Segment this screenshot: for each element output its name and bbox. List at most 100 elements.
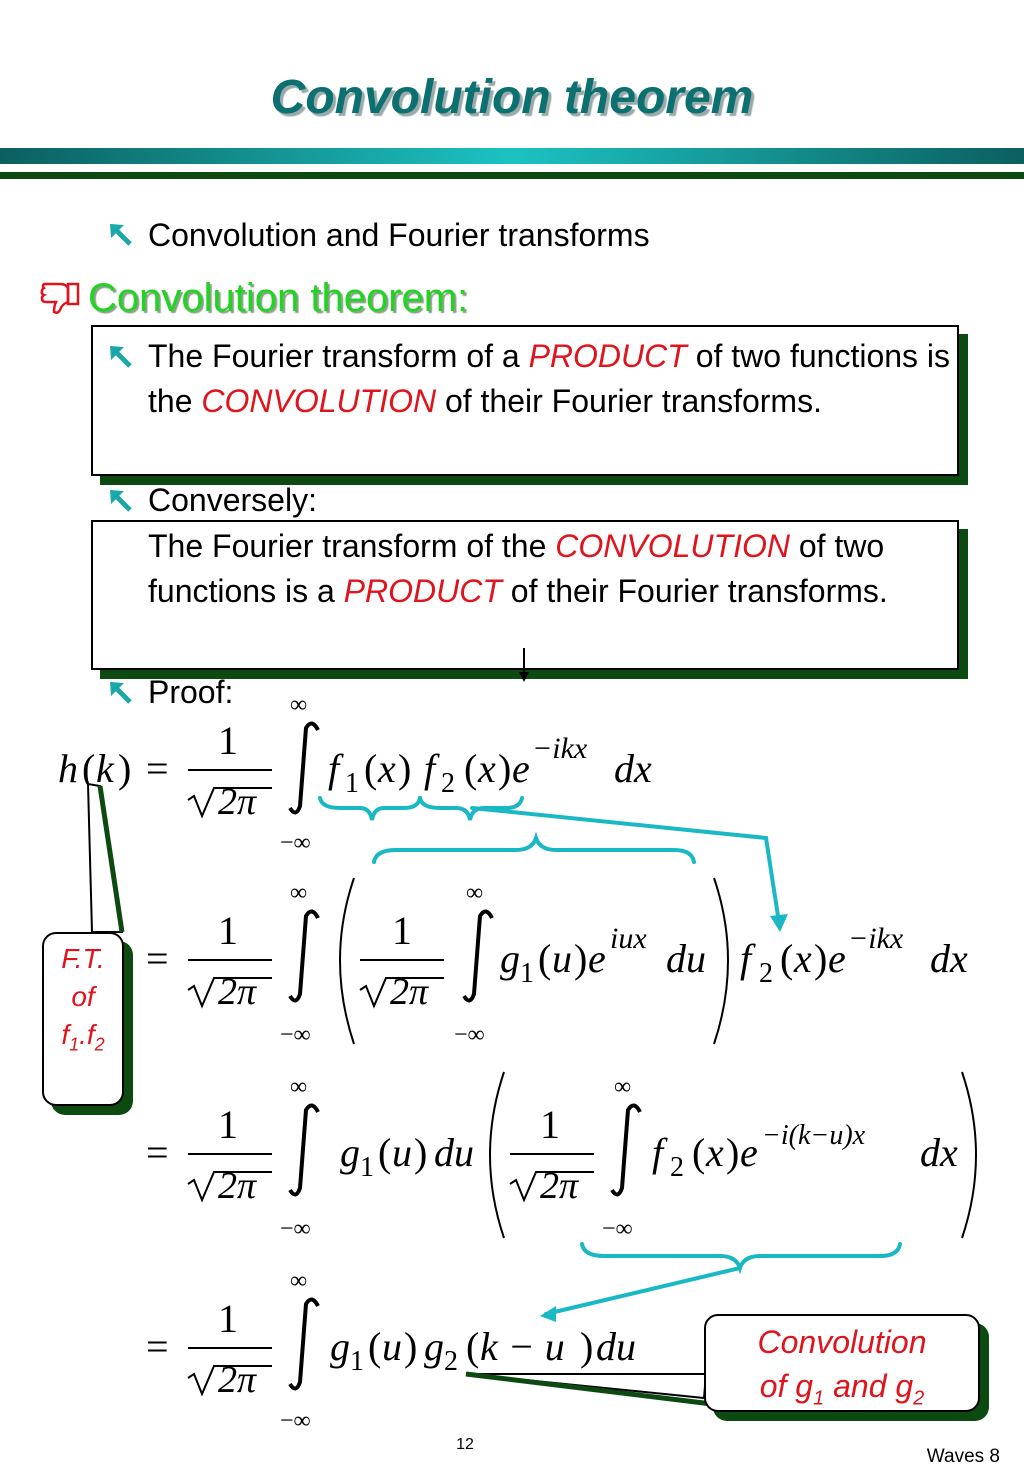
g-symbol: g bbox=[500, 936, 520, 981]
paren: ( bbox=[82, 746, 95, 791]
theorem-convolution-statement: The Fourier transform of the CONVOLUTION… bbox=[148, 524, 960, 614]
lower-limit: −∞ bbox=[602, 1216, 633, 1242]
big-paren-right bbox=[713, 877, 729, 1045]
fraction-numerator: 1 bbox=[218, 908, 238, 953]
two-pi: 2π bbox=[218, 971, 257, 1013]
f-symbol: f bbox=[328, 746, 344, 791]
subscript: 2 bbox=[670, 1152, 684, 1183]
u-var: u bbox=[552, 936, 572, 981]
paren: ) bbox=[574, 936, 587, 981]
x-var: x bbox=[705, 1130, 724, 1175]
integral-sign bbox=[288, 909, 320, 1003]
fraction-numerator: 1 bbox=[218, 1296, 238, 1341]
course-label: Waves 8 bbox=[926, 1446, 1000, 1467]
subscript: 1 bbox=[360, 1152, 374, 1183]
subscript: 1 bbox=[520, 958, 534, 989]
title-underline-bar bbox=[0, 172, 1024, 179]
lower-limit: −∞ bbox=[454, 1022, 485, 1048]
text-part: of two functions is a bbox=[148, 528, 885, 609]
dx: dx bbox=[920, 1130, 958, 1175]
callout-pointer-shadow bbox=[97, 785, 125, 933]
subscript: 2 bbox=[913, 1387, 925, 1410]
f-symbol: f bbox=[740, 936, 756, 981]
exponent: −ikx bbox=[532, 732, 588, 765]
brace-f1-expansion bbox=[372, 831, 696, 864]
text-part: The Fourier transform of a bbox=[148, 338, 529, 374]
integral-sign bbox=[462, 909, 494, 1003]
emphasis-product: PRODUCT bbox=[528, 338, 687, 374]
arrow-up-left-icon bbox=[110, 490, 132, 512]
x-var: x bbox=[477, 746, 496, 791]
equals-sign: = bbox=[146, 746, 169, 791]
paren: ) bbox=[726, 1130, 739, 1175]
two-pi: 2π bbox=[540, 1165, 579, 1207]
callout-line: of g1 and g2 bbox=[706, 1364, 978, 1420]
subscript: 1 bbox=[350, 1346, 364, 1377]
exponent: −i(k−u)x bbox=[762, 1120, 866, 1151]
conversely-label: Conversely: bbox=[148, 482, 317, 518]
e-symbol: e bbox=[740, 1130, 758, 1175]
bullet-intro: Convolution and Fourier transforms bbox=[148, 217, 650, 253]
callout-ft-f1-f2: F.T. of f1.f2 bbox=[42, 932, 124, 1106]
arrow-up-left-icon bbox=[110, 224, 132, 246]
upper-limit: ∞ bbox=[290, 1074, 307, 1100]
fraction-numerator: 1 bbox=[218, 1102, 238, 1147]
sqrt-sign bbox=[187, 1171, 272, 1203]
upper-limit: ∞ bbox=[466, 880, 483, 906]
big-paren-right bbox=[961, 1071, 977, 1239]
text-part: of their Fourier transforms. bbox=[501, 573, 888, 609]
subscript: 1 bbox=[345, 768, 359, 799]
paren: ) bbox=[814, 936, 827, 981]
paren: ) bbox=[118, 746, 131, 791]
brace-f2 bbox=[418, 796, 524, 821]
lower-limit: −∞ bbox=[280, 830, 311, 856]
upper-limit: ∞ bbox=[290, 1268, 307, 1294]
brace-f1 bbox=[318, 796, 422, 821]
arrow-f2-to-line2 bbox=[470, 806, 780, 918]
emphasis-convolution: CONVOLUTION bbox=[555, 528, 790, 564]
big-paren-left bbox=[339, 877, 355, 1045]
g-symbol: g bbox=[330, 1324, 350, 1369]
equals-sign: = bbox=[146, 936, 169, 981]
f-symbol: f bbox=[652, 1130, 668, 1175]
arrow-up-left-icon bbox=[110, 346, 132, 368]
integral-sign bbox=[288, 721, 320, 815]
emphasis-product: PRODUCT bbox=[343, 573, 502, 609]
paren: ( bbox=[466, 1324, 479, 1369]
fraction-numerator: 1 bbox=[540, 1102, 560, 1147]
upper-limit: ∞ bbox=[614, 1074, 631, 1100]
paren: ( bbox=[538, 936, 551, 981]
subscript: 2 bbox=[444, 1346, 458, 1377]
slide-title: Convolution theorem bbox=[270, 71, 754, 124]
dx: dx bbox=[930, 936, 968, 981]
two-pi: 2π bbox=[218, 1359, 257, 1401]
exponent: iux bbox=[610, 922, 647, 955]
e-symbol: e bbox=[588, 936, 606, 981]
k-minus-u: k − u bbox=[480, 1324, 565, 1369]
section-heading: Convolution theorem: bbox=[88, 276, 469, 320]
equals-sign: = bbox=[146, 1130, 169, 1175]
sqrt-sign bbox=[187, 977, 272, 1009]
e-symbol: e bbox=[828, 936, 846, 981]
sqrt-sign bbox=[187, 1365, 272, 1397]
text-part: The Fourier transform of the bbox=[148, 528, 556, 564]
arrowhead bbox=[540, 1306, 556, 1322]
page-number: 12 bbox=[456, 1436, 474, 1453]
sqrt-sign bbox=[509, 1171, 594, 1203]
paren: ( bbox=[692, 1130, 705, 1175]
theorem-box-product bbox=[91, 325, 959, 476]
fraction-numerator: 1 bbox=[392, 908, 412, 953]
paren: ( bbox=[464, 746, 477, 791]
lower-limit: −∞ bbox=[280, 1408, 311, 1434]
theorem-product-statement: The Fourier transform of a PRODUCT of tw… bbox=[148, 334, 958, 424]
subscript: 2 bbox=[441, 768, 455, 799]
dot: . bbox=[79, 1019, 87, 1050]
paren: ( bbox=[780, 936, 793, 981]
text-part: of their Fourier transforms. bbox=[436, 383, 822, 419]
arrow-up-left-icon bbox=[110, 682, 132, 704]
paren: ) bbox=[498, 746, 511, 791]
lower-limit: −∞ bbox=[280, 1216, 311, 1242]
arrow-to-g2 bbox=[544, 1266, 742, 1316]
subscript: 1 bbox=[69, 1034, 80, 1055]
